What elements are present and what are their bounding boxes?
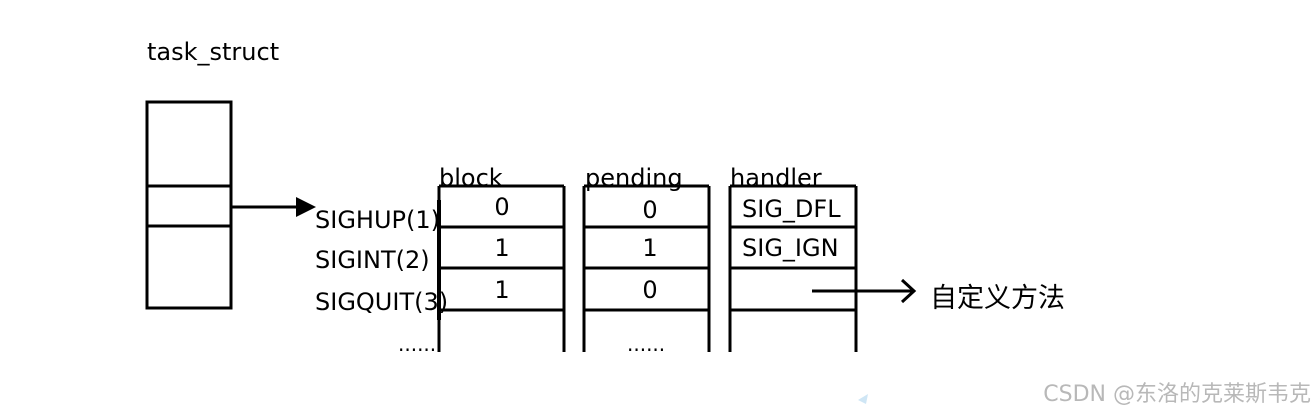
signal-label-sigint: SIGINT(2)	[315, 246, 430, 274]
pending-value-2: 1	[642, 234, 658, 262]
block-value-2: 1	[494, 234, 510, 262]
watermark: CSDN @东洛的克莱斯韦克	[1043, 382, 1311, 407]
task-struct-box	[145, 100, 233, 310]
custom-method-arrow	[812, 278, 917, 304]
handler-value-2: SIG_IGN	[742, 234, 839, 262]
handler-column-grid	[728, 184, 858, 352]
pending-value-3: 0	[642, 276, 658, 304]
task-struct-arrow	[231, 197, 316, 217]
handler-header: handler	[730, 164, 822, 192]
block-left-border-overlay	[437, 200, 441, 320]
handler-value-1: SIG_DFL	[742, 195, 841, 223]
block-header: block	[439, 164, 503, 192]
signal-label-sighup: SIGHUP(1)	[315, 206, 440, 234]
pending-column-grid	[582, 184, 711, 352]
pending-value-1: 0	[642, 196, 658, 224]
ellipsis-left: ......	[398, 332, 437, 356]
block-value-1: 0	[494, 193, 510, 221]
faint-mark	[858, 394, 868, 404]
ellipsis-pending: ......	[627, 332, 666, 356]
task-struct-label: task_struct	[147, 38, 280, 66]
pending-header: pending	[585, 164, 683, 192]
block-value-3: 1	[494, 276, 510, 304]
custom-method-label: 自定义方法	[930, 283, 1065, 314]
signal-label-sigquit: SIGQUIT(3)	[315, 288, 449, 316]
